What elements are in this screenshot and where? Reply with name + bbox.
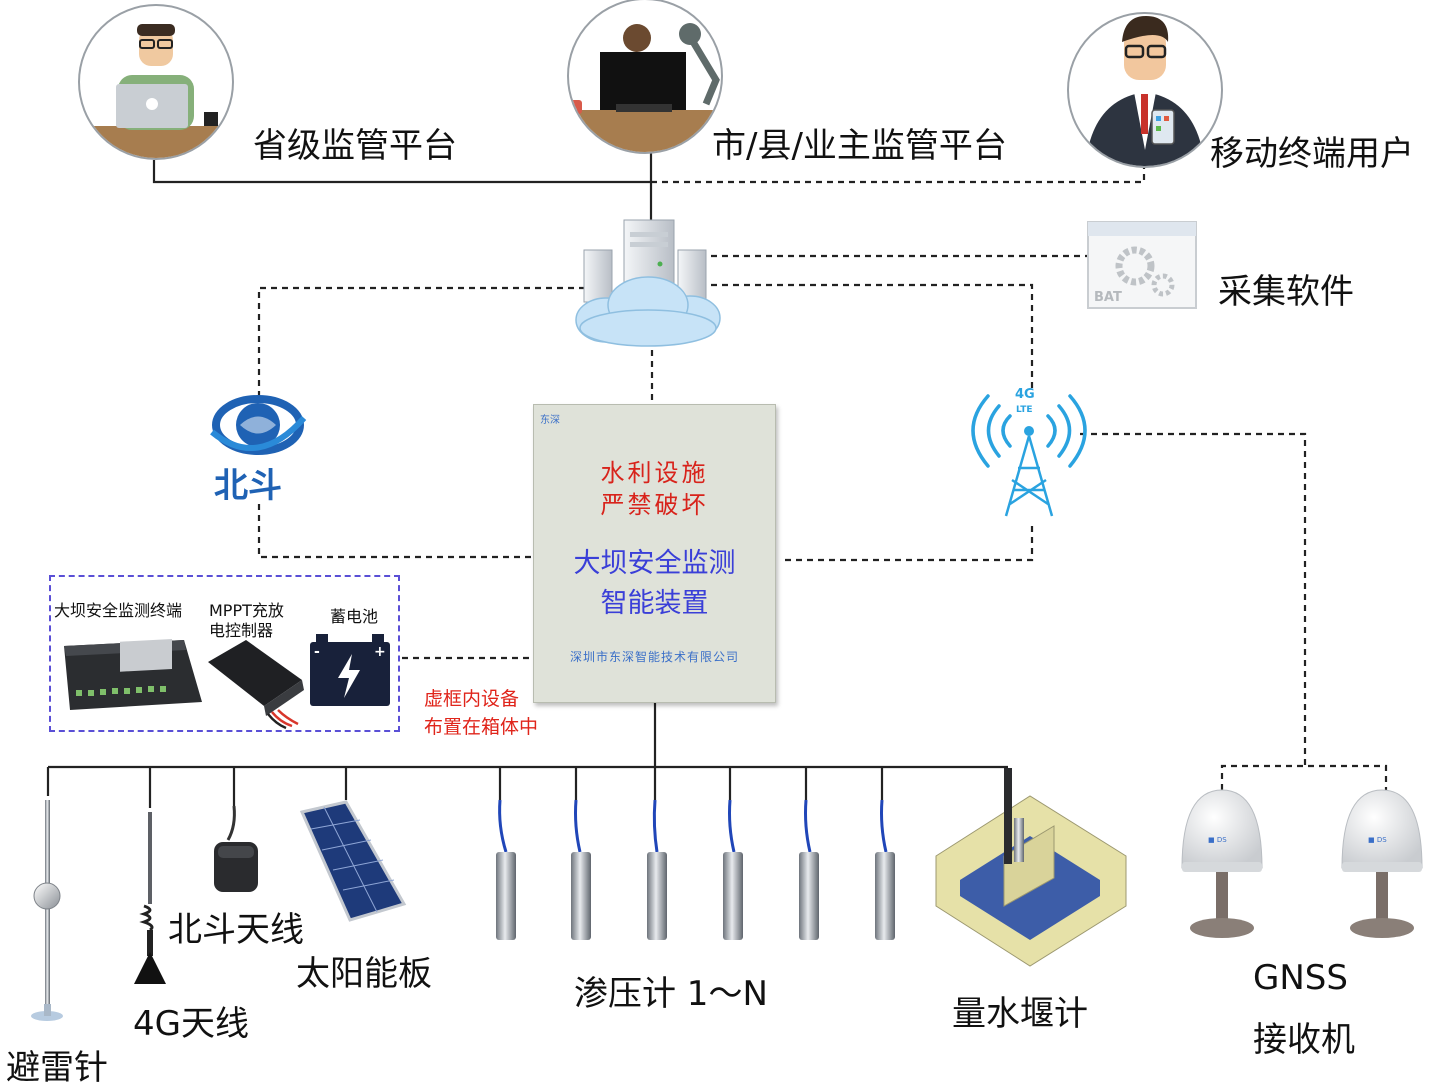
4g-badge-top: 4G — [1015, 387, 1035, 402]
beidou-logo-text: 北斗 — [214, 466, 282, 506]
4g-antenna-icon — [134, 812, 166, 984]
provincial-avatar — [78, 4, 234, 160]
mppt-label-line2: 电控制器 — [209, 621, 274, 640]
gnss-label-line2: 接收机 — [1253, 1020, 1355, 1060]
4g-cabinet-link — [785, 526, 1034, 562]
note-line2: 布置在箱体中 — [424, 716, 539, 738]
cabinet-title-line2: 智能装置 — [600, 588, 709, 619]
gnss-label-line1: GNSS — [1253, 958, 1348, 998]
note-line1: 虚框内设备 — [424, 688, 520, 710]
software-window-icon: BAT — [1087, 221, 1197, 309]
cabinet-warning-line2: 严禁破坏 — [600, 491, 709, 519]
monitoring-cabinet: 东深 水利设施 严禁破坏 大坝安全监测 智能装置 深圳市东深智能技术有限公司 — [533, 404, 776, 703]
gnss-split-link — [1220, 764, 1388, 790]
svg-text:■ DS: ■ DS — [1368, 836, 1387, 844]
lightning-rod-icon — [31, 800, 63, 1021]
beidou-antenna-icon — [214, 805, 258, 892]
in-cabinet-devices-box — [49, 575, 400, 732]
battery-label: 蓄电池 — [330, 607, 379, 626]
mobile-avatar — [1067, 12, 1223, 168]
weir-meter-label: 量水堰计 — [952, 994, 1088, 1034]
software-icon-text: BAT — [1094, 290, 1122, 305]
mppt-controller-icon — [208, 640, 304, 730]
cabinet-warning-line1: 水利设施 — [600, 459, 709, 487]
svg-text:■ DS: ■ DS — [1208, 836, 1227, 844]
mobile-user-label: 移动终端用户 — [1210, 134, 1414, 174]
cloud-4g-link — [700, 283, 1034, 388]
gnss-receiver-1-icon: ■ DS — [1181, 789, 1263, 938]
connection-lines — [46, 150, 1388, 808]
beidou-logo-icon: 北斗 — [210, 395, 307, 506]
4g-tower-icon: 4G LTE — [971, 387, 1087, 517]
terminal-device-icon — [64, 638, 202, 710]
4g-gnss-link — [1080, 432, 1307, 766]
terminal-label: 大坝安全监测终端 — [54, 601, 183, 620]
cabinet-title-line1: 大坝安全监测 — [573, 548, 736, 579]
piezometer-sensor-2 — [571, 799, 591, 940]
svg-text:-: - — [314, 644, 320, 660]
city-avatar — [567, 0, 723, 154]
piezometer-sensor-6 — [875, 799, 895, 940]
piezometer-sensor-4 — [723, 799, 743, 940]
piezometer-label: 渗压计 1～N — [574, 974, 768, 1014]
server-cloud-icon — [575, 219, 721, 347]
mppt-label-line1: MPPT充放 — [209, 601, 284, 620]
svg-text:+: + — [374, 644, 386, 660]
solar-panel-label: 太阳能板 — [296, 954, 432, 994]
mobile-link — [651, 168, 1146, 184]
gnss-receiver-2-icon: ■ DS — [1341, 789, 1423, 938]
beidou-antenna-label: 北斗天线 — [168, 910, 304, 950]
piezometer-sensor-1 — [496, 799, 516, 940]
beidou-cabinet-link — [257, 504, 533, 559]
battery-icon: - + — [310, 634, 390, 706]
cabinet-company: 深圳市东深智能技术有限公司 — [569, 650, 739, 664]
piezometer-group — [496, 799, 895, 940]
piezometer-sensor-3 — [647, 799, 667, 940]
weir-meter-icon — [935, 768, 1127, 967]
field-drops — [46, 767, 884, 808]
provincial-link — [152, 160, 651, 184]
solar-panel-icon — [299, 800, 407, 922]
software-label: 采集软件 — [1218, 272, 1354, 312]
cabinet-logo: 东深 — [540, 415, 560, 426]
city-platform-label: 市/县/业主监管平台 — [712, 126, 1007, 166]
4g-badge-bottom: LTE — [1016, 405, 1033, 415]
cloud-beidou-link — [257, 286, 596, 396]
piezometer-sensor-5 — [799, 799, 819, 940]
4g-antenna-label: 4G天线 — [133, 1004, 249, 1044]
lightning-rod-label: 避雷针 — [6, 1048, 108, 1088]
provincial-platform-label: 省级监管平台 — [253, 126, 457, 166]
